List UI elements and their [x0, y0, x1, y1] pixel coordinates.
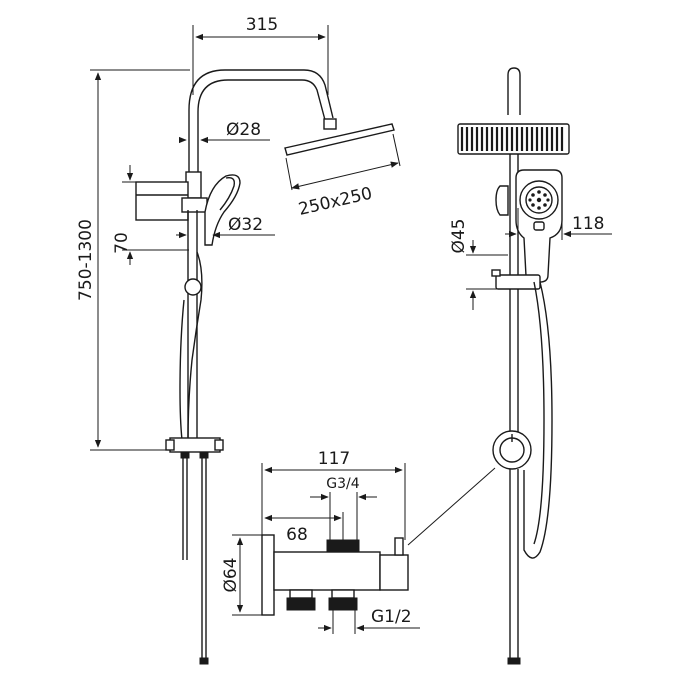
- head-ext-right: [392, 133, 401, 167]
- slider-knob: [184, 278, 202, 296]
- height-range-label: 750-1300: [76, 219, 96, 301]
- d117-label: 117: [318, 449, 350, 469]
- shower-arm-inner: [197, 79, 326, 180]
- front-clamp: [495, 185, 509, 216]
- spray-button: [533, 221, 545, 231]
- d32-label: Ø32: [228, 215, 263, 235]
- slider-cap: [491, 269, 501, 277]
- mixer-detail: 117 G3/4 68 Ø64 G1/2: [221, 449, 420, 634]
- spray-nozzles: [528, 190, 550, 210]
- mixer-cartridge: [379, 554, 409, 591]
- front-hose-outer: [523, 281, 553, 559]
- shower-arm-outer: [188, 69, 334, 180]
- side-view: 315 Ø28 250x250 70: [76, 15, 401, 665]
- hose-side-1: [187, 251, 203, 441]
- top-connector: [326, 539, 360, 553]
- spray-nozzle: [543, 193, 547, 197]
- detail-leader: [407, 467, 496, 546]
- spray-nozzle: [537, 190, 541, 194]
- bottom-valve: [169, 437, 221, 453]
- rain-head-side: [284, 123, 395, 156]
- d64-label: Ø64: [221, 557, 241, 592]
- rain-head-ribs: [460, 127, 564, 151]
- spray-ring: [525, 186, 553, 214]
- spray-nozzle: [531, 203, 535, 207]
- d28-label: Ø28: [226, 120, 261, 140]
- front-hose-inner: [533, 281, 545, 545]
- spray-nozzle: [543, 203, 547, 207]
- spray-nozzle: [537, 206, 541, 210]
- front-view: 118 Ø45: [407, 67, 612, 665]
- d70-label: 70: [112, 232, 132, 254]
- wall-plate: [261, 534, 275, 616]
- spray-nozzle: [531, 193, 535, 197]
- d45-label: Ø45: [449, 218, 469, 253]
- bottom-stem-right: [331, 589, 355, 599]
- hose-side-2: [179, 299, 185, 441]
- mixer-front-outer: [492, 430, 532, 470]
- g12-label: G1/2: [371, 607, 412, 627]
- bottom-connector-left: [286, 597, 316, 611]
- d118-label: 118: [572, 214, 604, 234]
- front-pipe-cap: [507, 657, 521, 665]
- head-dim-line: [291, 161, 399, 190]
- head-size-label: 250x250: [297, 184, 375, 220]
- g34-label: G3/4: [326, 476, 359, 492]
- mixer-body: [273, 551, 381, 591]
- dim-315-label: 315: [246, 15, 278, 35]
- head-ext-left: [285, 157, 293, 191]
- valve-knob-right: [214, 439, 224, 451]
- front-riser-top: [507, 67, 521, 115]
- hand-shower-face: [219, 176, 236, 211]
- mixer-lever: [394, 537, 404, 556]
- arm-joint: [323, 118, 337, 130]
- spray-nozzle: [546, 198, 550, 202]
- valve-nut-1: [180, 451, 190, 459]
- bottom-connector-right: [328, 597, 358, 611]
- wall-bracket: [135, 181, 189, 221]
- d68-label: 68: [286, 525, 308, 545]
- bottom-stem-left: [289, 589, 313, 599]
- spray-nozzle: [528, 198, 532, 202]
- valve-nut-2: [199, 451, 209, 459]
- valve-knob-left: [165, 439, 175, 451]
- slider-holder: [495, 274, 541, 290]
- bracket-clamp: [181, 197, 208, 213]
- spray-nozzle: [536, 197, 542, 203]
- pipe-end-cap: [199, 657, 209, 665]
